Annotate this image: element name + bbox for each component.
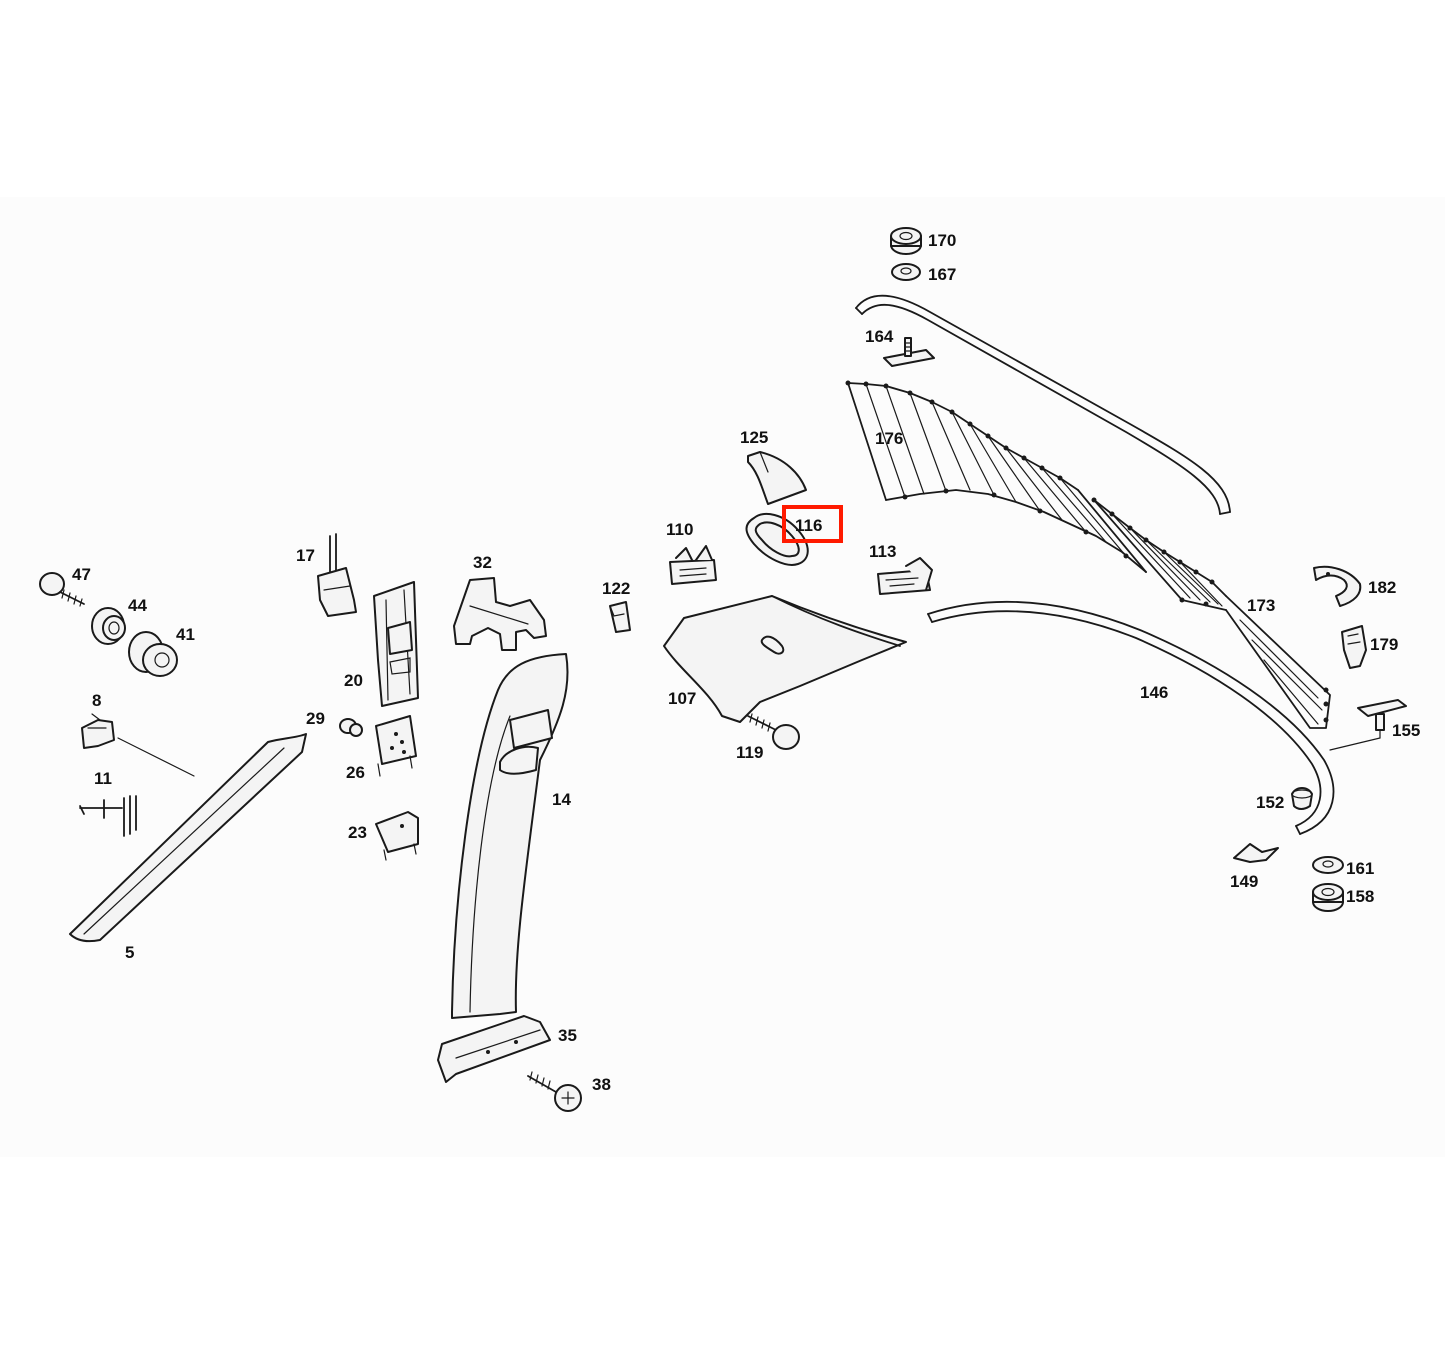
part-11-clip[interactable] <box>79 795 137 837</box>
label-119[interactable]: 119 <box>736 743 763 762</box>
part-8-clip[interactable] <box>81 713 195 777</box>
label-23[interactable]: 23 <box>348 823 367 842</box>
part-14-b-pillar-trim[interactable] <box>451 653 569 1019</box>
part-110-clip[interactable] <box>669 545 717 585</box>
label-179[interactable]: 179 <box>1370 635 1398 654</box>
part-158-nut[interactable] <box>1312 883 1344 912</box>
part-167-washer[interactable] <box>891 263 921 281</box>
part-116-ring[interactable] <box>745 513 809 566</box>
part-32-bracket[interactable] <box>453 577 547 651</box>
label-161[interactable]: 161 <box>1346 859 1374 878</box>
part-173-rear-net[interactable] <box>1091 497 1331 729</box>
label-110[interactable]: 110 <box>666 520 693 539</box>
part-107-trim-panel[interactable] <box>663 595 907 723</box>
label-155[interactable]: 155 <box>1392 721 1420 740</box>
highlight-box-116 <box>782 505 843 543</box>
part-41-bushing[interactable] <box>128 631 178 677</box>
label-26[interactable]: 26 <box>346 763 365 782</box>
parts-diagram: 170 167 164 176 <box>39 227 1420 1112</box>
label-146[interactable]: 146 <box>1140 683 1168 702</box>
part-44-bushing[interactable] <box>91 607 126 645</box>
label-125[interactable]: 125 <box>740 428 768 447</box>
label-152[interactable]: 152 <box>1256 793 1284 812</box>
label-11[interactable]: 11 <box>94 769 112 788</box>
part-122-clip[interactable] <box>609 601 631 633</box>
part-170-nut[interactable] <box>890 227 922 255</box>
part-152-plug[interactable] <box>1291 787 1313 810</box>
part-5-a-pillar-trim[interactable] <box>69 733 307 943</box>
part-29-clip[interactable] <box>339 718 363 737</box>
label-29[interactable]: 29 <box>306 709 325 728</box>
label-176[interactable]: 176 <box>875 429 903 448</box>
part-182-bracket[interactable] <box>1313 565 1362 607</box>
label-35[interactable]: 35 <box>558 1026 577 1045</box>
label-182[interactable]: 182 <box>1368 578 1396 597</box>
label-47[interactable]: 47 <box>72 565 91 584</box>
part-47-screw[interactable] <box>39 572 85 607</box>
label-17[interactable]: 17 <box>296 546 315 565</box>
label-5[interactable]: 5 <box>125 943 134 962</box>
label-41[interactable]: 41 <box>176 625 195 644</box>
label-158[interactable]: 158 <box>1346 887 1374 906</box>
label-170[interactable]: 170 <box>928 231 956 250</box>
part-35-sill-bracket[interactable] <box>437 1015 551 1083</box>
part-146-rail-strip[interactable] <box>927 600 1335 835</box>
label-38[interactable]: 38 <box>592 1075 611 1094</box>
part-176-headliner-net[interactable] <box>845 380 1147 573</box>
label-173[interactable]: 173 <box>1247 596 1275 615</box>
part-23-bracket[interactable] <box>375 811 419 861</box>
label-8[interactable]: 8 <box>92 691 101 710</box>
label-20[interactable]: 20 <box>344 671 363 690</box>
part-17-bracket[interactable] <box>317 533 357 617</box>
part-26-bracket[interactable] <box>375 715 417 777</box>
label-14[interactable]: 14 <box>552 790 571 809</box>
label-164[interactable]: 164 <box>865 327 894 346</box>
label-149[interactable]: 149 <box>1230 872 1258 891</box>
label-116[interactable]: 116 <box>795 516 822 535</box>
part-20-b-pillar-upper[interactable] <box>373 581 419 707</box>
diagram-panel: 170 167 164 176 <box>0 197 1445 1157</box>
part-125-cover[interactable] <box>747 451 807 505</box>
label-167[interactable]: 167 <box>928 265 956 284</box>
label-107[interactable]: 107 <box>668 689 696 708</box>
part-roof-rail-strip[interactable] <box>855 294 1231 515</box>
part-179-latch[interactable] <box>1341 625 1367 669</box>
label-32[interactable]: 32 <box>473 553 492 572</box>
part-161-washer[interactable] <box>1312 856 1344 874</box>
label-122[interactable]: 122 <box>602 579 630 598</box>
part-149-clip[interactable] <box>1233 843 1279 863</box>
label-44[interactable]: 44 <box>128 596 147 615</box>
part-119-screw[interactable] <box>747 713 800 750</box>
part-38-screw[interactable] <box>527 1071 582 1112</box>
part-164-stud[interactable] <box>883 337 935 367</box>
part-113-clip[interactable] <box>877 557 933 595</box>
part-155-stud[interactable] <box>1329 699 1407 751</box>
label-113[interactable]: 113 <box>869 542 896 561</box>
